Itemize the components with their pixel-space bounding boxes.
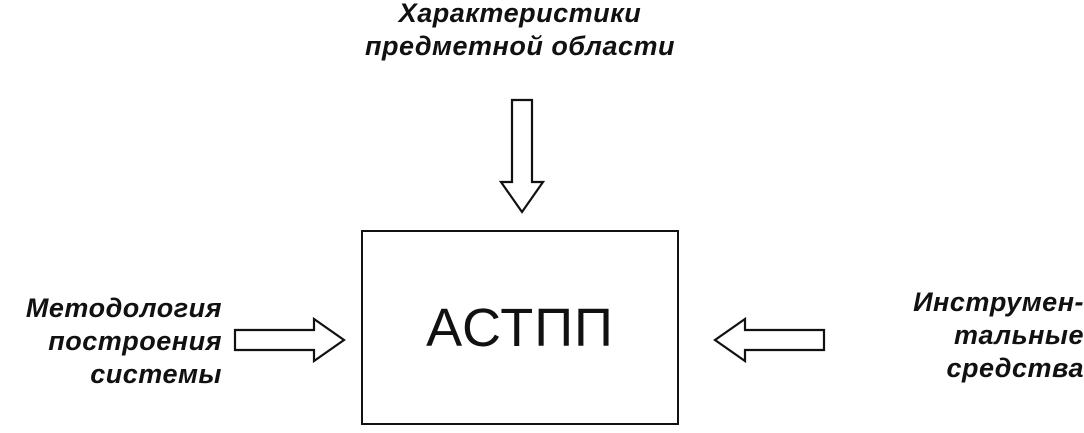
left-input-line-1: Методология (25, 293, 222, 323)
left-input-line-3: системы (90, 359, 222, 389)
right-input-line-1: Инструмен- (913, 287, 1084, 317)
system-box: АСТПП (361, 230, 679, 425)
system-title: АСТПП (426, 297, 614, 358)
top-input-line-1: Характеристики (398, 0, 642, 28)
left-input-label: Методология построения системы (0, 292, 222, 391)
arrow-down-icon (498, 98, 546, 214)
right-input-line-3: средства (946, 353, 1084, 383)
right-input-label: Инструмен- тальные средства (888, 286, 1084, 385)
arrow-left-icon (713, 316, 826, 364)
right-input-line-2: тальные (953, 320, 1084, 350)
arrow-right-icon (233, 316, 346, 364)
left-input-line-2: построения (48, 326, 222, 356)
top-input-line-2: предметной области (365, 31, 675, 61)
top-input-label: Характеристики предметной области (330, 0, 710, 63)
